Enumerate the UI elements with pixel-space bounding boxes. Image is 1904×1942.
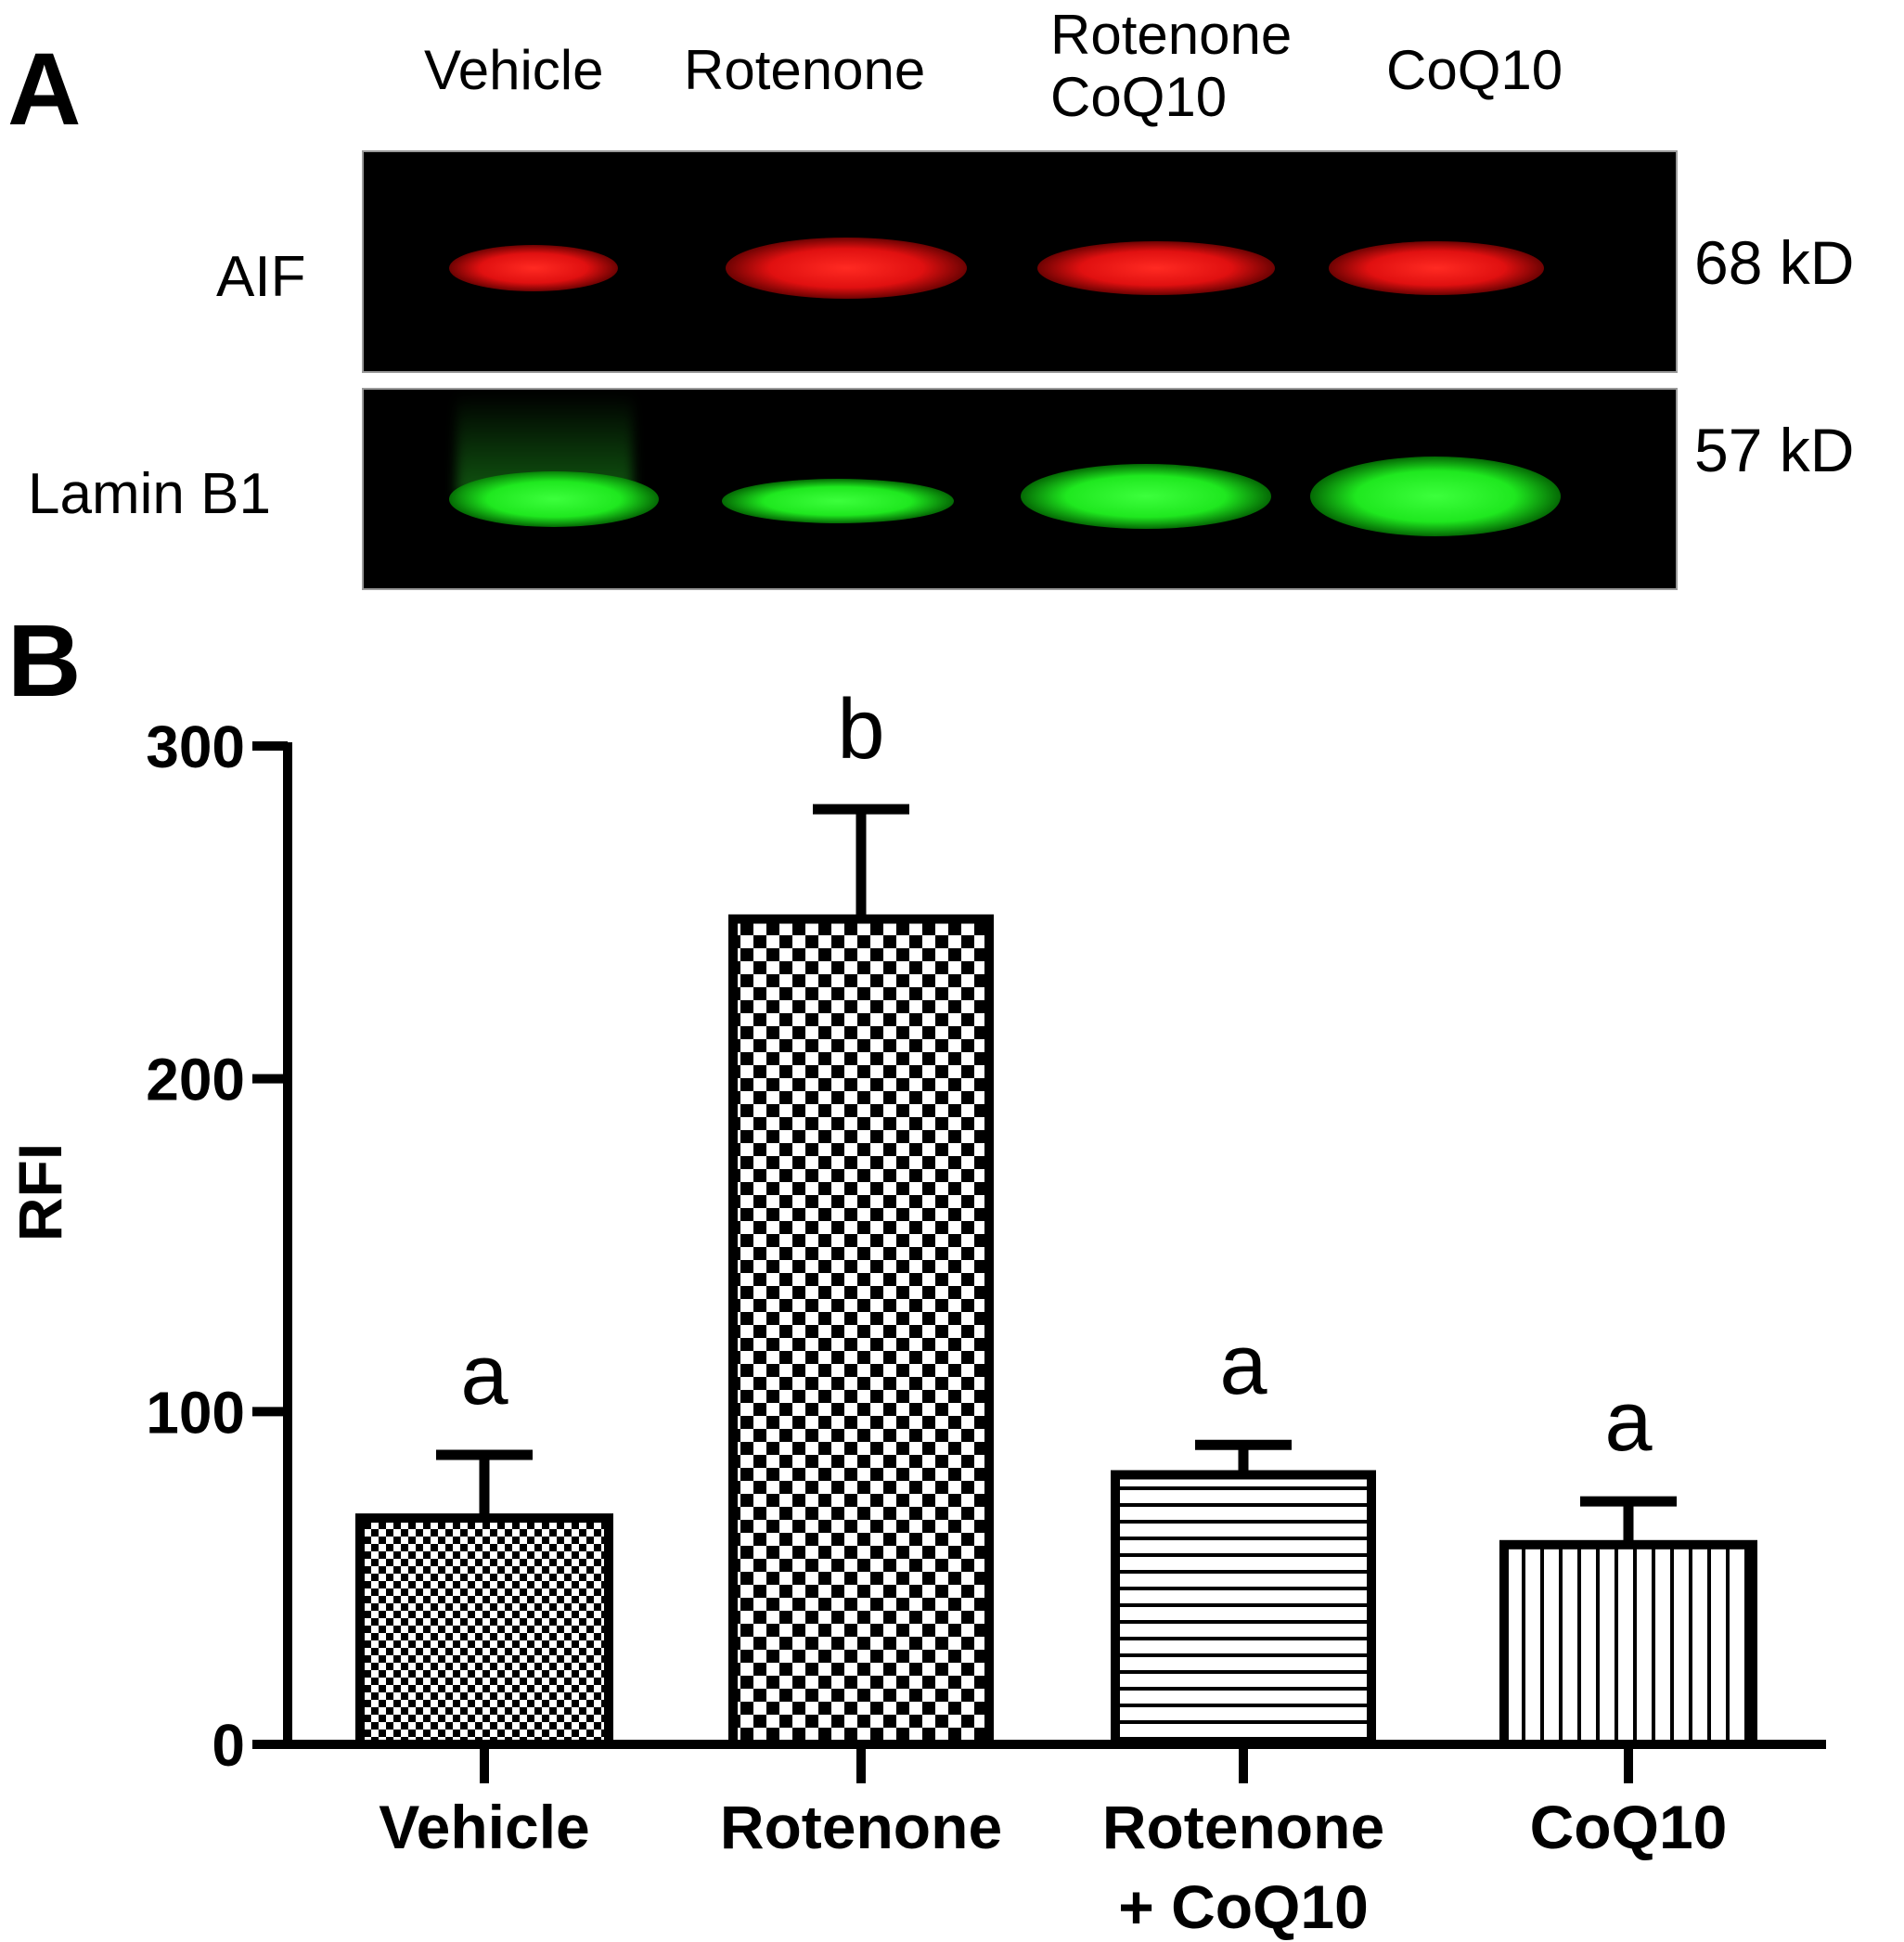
band-lamin-coq10 [1310, 457, 1561, 536]
band-aif-rotenone [726, 238, 967, 299]
panel-a-letter: A [7, 32, 82, 147]
y-axis-label: RFI [6, 1143, 74, 1241]
x-tick-label-0: Vehicle [379, 1793, 590, 1861]
band-lamin-rotenone-coq10 [1021, 464, 1271, 529]
x-tick-label-1: Rotenone [720, 1793, 1002, 1861]
significance-label-3: a [1604, 1374, 1653, 1469]
blot-label-lamin-b1: Lamin B1 [28, 462, 271, 526]
lane-label-rotenone-coq10: Rotenone CoQ10 [1050, 4, 1293, 129]
blot-label-aif: AIF [216, 245, 306, 309]
kd-label-68: 68 kD [1694, 228, 1855, 297]
x-tick-label-2: Rotenone+ CoQ10 [1102, 1793, 1384, 1941]
band-aif-vehicle [449, 245, 618, 291]
x-tick-label-3: CoQ10 [1530, 1793, 1728, 1861]
y-tick-label-1: 100 [146, 1379, 245, 1446]
bar-0 [355, 1513, 613, 1750]
band-aif-coq10 [1329, 241, 1544, 295]
bar-1 [728, 914, 994, 1749]
lane-label-rotenone: Rotenone [684, 39, 926, 101]
y-tick-label-2: 200 [146, 1047, 245, 1113]
panel-b-letter: B [7, 604, 82, 718]
band-lamin-vehicle [449, 471, 659, 527]
lane-label-coq10: CoQ10 [1386, 39, 1563, 101]
bar-3 [1499, 1539, 1757, 1750]
significance-label-0: a [460, 1328, 508, 1422]
blot-aif [362, 150, 1678, 373]
blot-lamin-b1 [362, 388, 1678, 590]
significance-label-2: a [1219, 1318, 1267, 1412]
bar-2 [1111, 1470, 1376, 1749]
lane-label-vehicle: Vehicle [424, 39, 604, 101]
y-tick-label-3: 300 [146, 714, 245, 780]
kd-label-57: 57 kD [1694, 416, 1855, 484]
significance-label-1: b [837, 682, 884, 777]
band-aif-rotenone-coq10 [1037, 241, 1275, 295]
band-lamin-rotenone [722, 479, 954, 523]
y-tick-label-0: 0 [212, 1712, 245, 1779]
